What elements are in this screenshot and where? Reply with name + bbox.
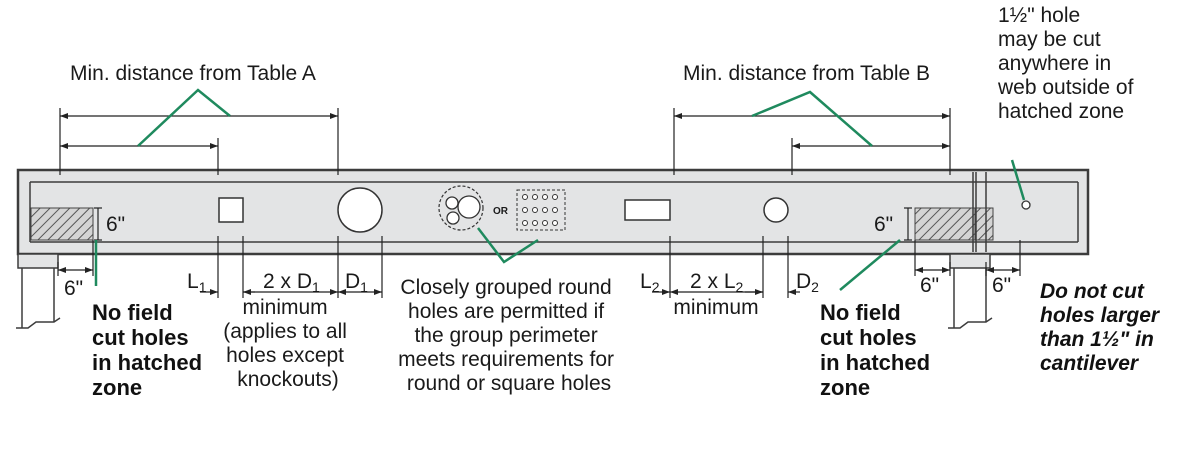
six-inch-horizontal-left: 6" [64, 277, 83, 300]
cantilever-end [972, 172, 987, 252]
d1-label: D1 [345, 270, 368, 295]
six-inch-horizontal-right-b: 6" [992, 274, 1011, 297]
grouped-holes-note: Closely grouped round holes are permitte… [398, 276, 620, 395]
two-x-d1-label: 2 x D1 [263, 270, 320, 295]
grouped-round-holes [438, 185, 484, 231]
hatched-zone-left [30, 207, 94, 241]
dimension-arrows [58, 113, 1020, 295]
round-hole-large [337, 187, 383, 233]
table-b-label: Min. distance from Table B [683, 62, 930, 85]
grouped-small-holes [516, 189, 566, 231]
leader-lines [94, 88, 1026, 291]
rectangular-hole [624, 199, 671, 221]
hatched-zone-cantilever [974, 207, 994, 241]
round-hole-small [763, 197, 789, 223]
l2-label: L2 [640, 270, 660, 295]
dimension-lines [57, 108, 1021, 298]
joist-beam [16, 168, 1090, 256]
six-inch-vertical-left: 6" [106, 213, 125, 236]
hole-note-label: 1½" hole may be cut anywhere in web outs… [997, 4, 1139, 123]
cantilever-hole [1021, 200, 1031, 210]
six-inch-vertical-right: 6" [874, 213, 893, 236]
six-inch-horizontal-right-a: 6" [920, 274, 939, 297]
hatched-zone-right [914, 207, 976, 241]
l1-label: L1 [187, 270, 207, 295]
table-a-label: Min. distance from Table A [70, 62, 316, 85]
no-cut-note-left: No field cut holes in hatched zone [92, 300, 208, 400]
minimum-note-left: minimum (applies to all holes except kno… [223, 296, 353, 391]
right-support [948, 253, 993, 329]
left-support [16, 253, 61, 329]
or-label: OR [493, 206, 509, 217]
two-x-l2-label: 2 x L2 [690, 270, 744, 295]
minimum-note-right: minimum [673, 296, 758, 319]
no-cut-note-right: No field cut holes in hatched zone [820, 300, 936, 400]
d2-label: D2 [796, 270, 819, 295]
cantilever-note: Do not cut holes larger than 1½" in cant… [1040, 280, 1165, 375]
square-hole [218, 197, 244, 223]
